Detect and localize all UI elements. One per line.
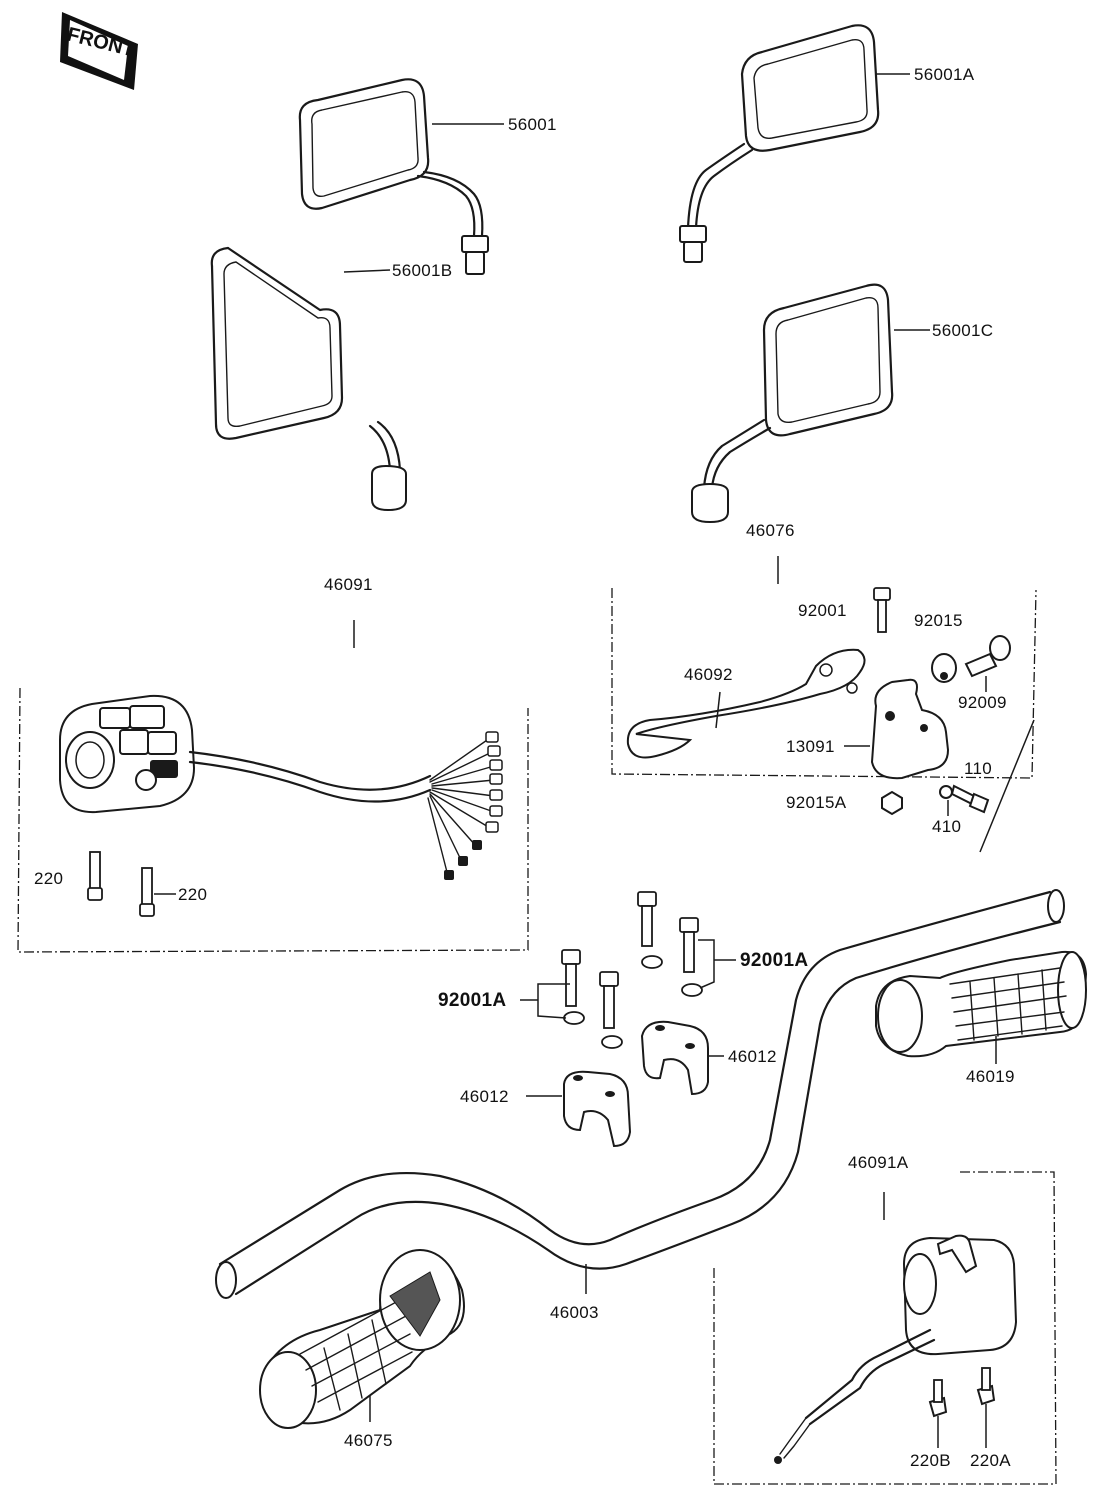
label-46012-right: 46012 <box>728 1047 777 1066</box>
label-92015: 92015 <box>914 611 963 630</box>
label-46019: 46019 <box>966 1067 1015 1086</box>
label-46003: 46003 <box>550 1303 599 1322</box>
mirror-56001B-out <box>212 248 340 326</box>
label-410: 410 <box>932 817 961 836</box>
label-92001A-left: 92001A <box>438 990 506 1011</box>
leader-92001A-right <box>698 939 736 989</box>
front-marker: FRONT <box>60 12 138 90</box>
screw-220B <box>928 1379 948 1418</box>
mirror-56001A <box>679 24 880 263</box>
clutch-lever-46092 <box>626 648 866 759</box>
label-220B: 220B <box>910 1451 951 1470</box>
label-92009: 92009 <box>958 693 1007 712</box>
label-110: 110 <box>964 759 992 778</box>
handlebar-switch-46091A <box>774 1234 1018 1464</box>
screw-220-a <box>87 851 103 901</box>
label-92015A: 92015A <box>786 793 847 812</box>
label-46076: 46076 <box>746 521 795 540</box>
holder-46012-right <box>640 1020 709 1096</box>
leader-46092 <box>715 691 721 729</box>
bolt-92001A-4 <box>599 971 623 1049</box>
label-56001C: 56001C <box>932 321 993 340</box>
switch-46091A-box <box>713 1171 1057 1485</box>
label-56001: 56001 <box>508 115 557 134</box>
bolt-92001 <box>873 587 891 633</box>
mirror-56001C <box>691 283 894 524</box>
washer-410 <box>939 785 953 799</box>
mirror-56001 <box>298 78 489 275</box>
leader-92001A-left <box>520 983 570 1019</box>
screw-220-b <box>139 867 155 917</box>
leader-46076-slash <box>979 719 1035 853</box>
label-46075: 46075 <box>344 1431 393 1450</box>
label-46092: 46092 <box>684 665 733 684</box>
label-46012-left: 46012 <box>460 1087 509 1106</box>
mirror-56001B-real-drawn <box>210 246 230 268</box>
bolt-92001A-3 <box>561 949 585 1025</box>
label-13091: 13091 <box>786 737 835 756</box>
handlebar-46003 <box>215 889 1065 1299</box>
grip-46019 <box>875 950 1088 1058</box>
label-220-left: 220 <box>34 869 63 888</box>
grip-46075 <box>259 1249 465 1429</box>
screw-220A <box>976 1367 996 1406</box>
label-220A: 220A <box>970 1451 1011 1470</box>
leader-56001B <box>343 269 391 273</box>
label-46091A: 46091A <box>848 1153 909 1172</box>
nut-92015A <box>881 790 903 816</box>
adjuster-92009 <box>964 635 1011 678</box>
holder-46012-left <box>563 1070 632 1148</box>
label-56001B: 56001B <box>392 261 452 280</box>
switch-46091-box <box>17 687 529 953</box>
lever-46076-box <box>611 588 1037 779</box>
bolt-92001A-2 <box>679 917 703 997</box>
label-56001A: 56001A <box>914 65 975 84</box>
lever-holder-13091 <box>870 678 950 780</box>
label-92001: 92001 <box>798 601 847 620</box>
mirror-56001B-frame-drawn <box>210 246 407 512</box>
bolt-110 <box>950 784 990 814</box>
handlebar-switch-46091 <box>59 694 503 880</box>
nut-92015 <box>931 653 957 683</box>
bolt-92001A-1 <box>637 891 663 969</box>
label-92001A-right: 92001A <box>740 950 808 971</box>
label-220-right: 220 <box>178 885 207 904</box>
label-46091: 46091 <box>324 575 373 594</box>
